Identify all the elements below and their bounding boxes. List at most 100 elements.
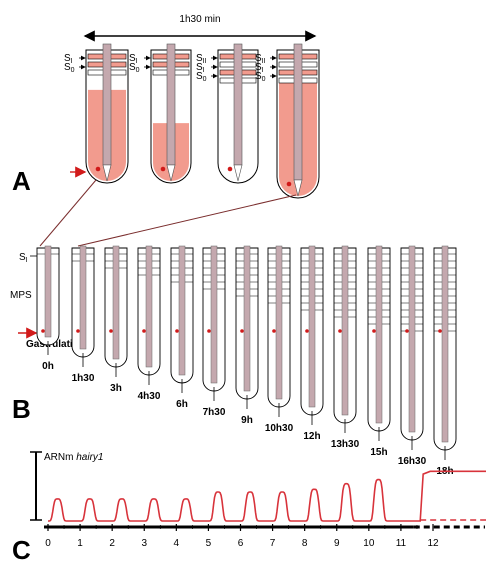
hensen-node-dot [240, 329, 244, 333]
gastrulation-label: Gastrulation [26, 339, 85, 350]
embryo-b-6h: 6h [170, 245, 194, 410]
neural-tube [145, 245, 153, 368]
x-tick-label: 0 [45, 538, 51, 549]
somite-label: SI [64, 53, 73, 65]
timepoint-label: 0h [42, 361, 54, 372]
somite-label: SI [196, 62, 205, 74]
tail-bud [233, 164, 243, 182]
zoom-line-left [39, 179, 97, 247]
neural-tube [112, 245, 120, 360]
hensen-node-dot [142, 329, 146, 333]
hairy1-curve [48, 470, 486, 522]
neural-tube [375, 245, 383, 424]
panel-b-embryos: 0h 1h30 3h 4h30 6h 7h30 9h 10h30 12h 13h30 15h 16h3… [36, 245, 457, 477]
somite-label: SI [255, 62, 264, 74]
x-tick-label: 5 [206, 538, 212, 549]
chart-ylabel: ARNm hairy1 [44, 452, 103, 463]
hensen-node-dot [109, 329, 113, 333]
panel-b: SI MPS Gastrulation 0h 1h30 3h 4h30 6h 7h30 9h… [10, 245, 457, 477]
neural-tube [275, 245, 283, 400]
neural-tube [44, 245, 52, 338]
embryo-b-1h30: 1h30 [71, 245, 95, 384]
hensen-node-dot [438, 329, 442, 333]
somite-label: SI [129, 53, 138, 65]
somite-label: SII [196, 53, 207, 65]
tail-bud [293, 179, 303, 197]
embryo-b-0h: 0h [36, 245, 60, 372]
neural-tube [408, 245, 416, 433]
x-tick-label: 8 [302, 538, 308, 549]
timepoint-label: 12h [303, 431, 320, 442]
mps-label: MPS [10, 290, 32, 301]
hensen-node-dot [227, 166, 233, 172]
hensen-node-dot [175, 329, 179, 333]
timepoint-label: 13h30 [331, 439, 360, 450]
panel-b-letter: B [12, 394, 31, 424]
x-tick-label: 2 [109, 538, 115, 549]
timepoint-label: 16h30 [398, 456, 427, 467]
neural-tube [233, 43, 243, 166]
hensen-node-dot [405, 329, 409, 333]
x-tick-label: 11 [396, 538, 407, 549]
hensen-node-dot [372, 329, 376, 333]
x-tick-label: 6 [238, 538, 244, 549]
neural-tube [341, 245, 349, 416]
neural-tube [243, 245, 251, 392]
x-tick-label: 1 [77, 538, 83, 549]
hensen-node-dot [305, 329, 309, 333]
timepoint-label: 9h [241, 415, 253, 426]
embryo-b-7h30: 7h30 [202, 245, 226, 418]
hensen-node-dot [41, 329, 45, 333]
timepoint-label: 6h [176, 399, 188, 410]
tail-bud [102, 164, 112, 182]
somite-label: S0 [64, 62, 75, 74]
hensen-node-dot [338, 329, 342, 333]
timepoint-label: 1h30 [72, 373, 95, 384]
zoom-line-right [77, 194, 297, 247]
embryo-b-13h30: 13h30 [331, 245, 360, 450]
neural-tube [79, 245, 87, 350]
tail-bud [166, 164, 176, 182]
x-tick-label: 3 [141, 538, 147, 549]
neural-tube [210, 245, 218, 384]
timepoint-label: 4h30 [138, 391, 161, 402]
somite-label: SII [255, 53, 266, 65]
x-tick-label: 4 [174, 538, 180, 549]
somite-label: S0 [196, 71, 207, 83]
neural-tube [178, 245, 186, 376]
duration-label: 1h30 min [179, 14, 220, 25]
embryo-b-18h: 18h [433, 245, 457, 477]
hensen-node-dot [207, 329, 211, 333]
embryo-b-16h30: 16h30 [398, 245, 427, 467]
timepoint-label: 10h30 [265, 423, 294, 434]
embryo-b-15h: 15h [367, 245, 391, 458]
embryo-b-12h: 12h [300, 245, 324, 442]
somite-label: S0 [129, 62, 140, 74]
x-tick-label: 10 [363, 538, 375, 549]
x-tick-label: 12 [427, 538, 439, 549]
x-tick-label: 9 [334, 538, 340, 549]
neural-tube [441, 245, 449, 443]
embryo-b-3h: 3h [104, 245, 128, 394]
somite-label: S0 [255, 71, 266, 83]
hensen-node-dot [95, 166, 101, 172]
neural-tube [293, 43, 303, 181]
panel-a-letter: A [12, 166, 31, 196]
panel-c-letter: C [12, 535, 31, 565]
somite-si-label: SI [19, 252, 28, 264]
neural-tube [102, 43, 112, 166]
timepoint-label: 3h [110, 383, 122, 394]
timepoint-label: 15h [370, 447, 387, 458]
embryo-b-10h30: 10h30 [265, 245, 294, 434]
timepoint-label: 7h30 [203, 407, 226, 418]
